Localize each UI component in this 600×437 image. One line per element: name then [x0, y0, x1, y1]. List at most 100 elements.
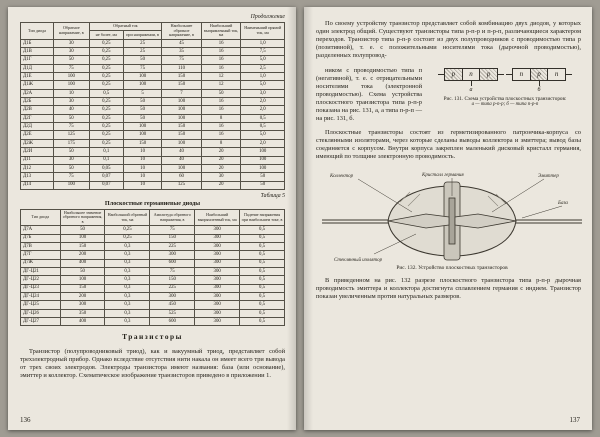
table-cell: Д2Г: [20, 113, 54, 124]
table-cell: 16: [200, 105, 242, 115]
table-cell: 100: [161, 163, 202, 174]
table-cell: 16: [200, 63, 242, 74]
table-cell: 5,0: [240, 80, 285, 90]
fig131-diagram-pnp: р п р а: [438, 67, 504, 93]
table-cell: 25: [122, 38, 163, 49]
table-cell: 225: [149, 283, 196, 294]
transistor-cross-section-drawing: Коллектор Кристалл германия Эмиттер База…: [322, 173, 582, 263]
table-cell: 2,0: [240, 97, 285, 107]
table-cell: 40: [161, 155, 202, 165]
diagram-label-a: а: [469, 86, 473, 93]
book-page-left: Продолжение Тип диода Обратное напряжени…: [8, 7, 296, 430]
table-cell: 100: [53, 180, 90, 190]
table-cell: 0,5: [239, 283, 285, 294]
table-cell: 0,5: [239, 308, 285, 319]
table-cell: Д1Д: [20, 63, 54, 74]
table-cell: 5,0: [240, 130, 285, 140]
table-cell: 150: [59, 241, 106, 252]
table-cell: 0,25: [88, 122, 124, 132]
table-cell: Д14: [20, 180, 54, 190]
region-n: п: [554, 69, 559, 78]
table-cell: 10: [122, 155, 163, 165]
table-cell: 0,25: [88, 138, 124, 149]
region-n: п: [463, 68, 481, 80]
table-cell: 0,07: [88, 172, 124, 182]
table-cell: 5: [122, 88, 163, 99]
paragraph-3: Плоскостные транзисторы состоят из герме…: [316, 129, 581, 161]
table-cell: 0,3: [104, 291, 151, 302]
table-cell: 300: [194, 308, 241, 319]
column-header: Наибольший выпрямленный ток, ма: [194, 208, 241, 227]
table-cell: 150: [161, 122, 202, 132]
table-cell: 0,5: [239, 233, 285, 243]
table-cell: 100: [161, 105, 202, 115]
table-cell: Д2Д: [20, 122, 54, 132]
table-cell: 0,3: [104, 266, 151, 277]
table-cell: 300: [194, 258, 241, 269]
table-cell: 0,07: [88, 180, 124, 190]
pnp-box: р п р: [444, 67, 498, 81]
table-cell: 450: [149, 300, 196, 310]
table-cell: 8: [200, 138, 242, 149]
table-cell: 50: [122, 105, 163, 115]
table-cell: 300: [149, 291, 196, 302]
table-cell: 75: [122, 63, 163, 74]
junction-diodes-table-header: Тип диода Наибольшее значение обратного …: [20, 208, 285, 227]
table-cell: 7,5: [240, 47, 285, 57]
table-cell: 100: [59, 233, 106, 243]
table-cell: Д11: [20, 155, 54, 165]
table-cell: 0,5: [240, 122, 285, 132]
table-cell: 0,05: [88, 163, 124, 174]
table-cell: 0,25: [88, 47, 124, 57]
page-right-content: По своему устройству транзистор представ…: [304, 7, 592, 430]
column-header: Наименьший прямой ток, ма: [240, 22, 285, 40]
figure-131-caption: Рис. 131. Схема устройства плоскостных т…: [429, 96, 581, 109]
table-cell: 0,25: [88, 63, 124, 74]
table-cell: 0,25: [104, 233, 151, 243]
fig131-diagram-npn: п р п б: [506, 67, 572, 93]
table-cell: 2,0: [240, 138, 285, 149]
column-header: Обратное напряжение, в: [53, 22, 90, 40]
table-cell: 100: [161, 97, 202, 107]
table-cell: 35: [161, 47, 202, 57]
table-cell: 16: [200, 38, 242, 49]
table-cell: Д2В: [20, 105, 54, 115]
table-cell: 40: [53, 105, 90, 115]
table-cell: 0,3: [104, 317, 151, 327]
table-cell: 50: [122, 55, 163, 65]
table-cell: 125: [161, 180, 202, 190]
table-cell: Д7В: [20, 241, 61, 252]
table-cell: 600: [149, 258, 196, 269]
figure-132-caption: Рис. 132. Устройство плоскостных транзис…: [396, 264, 508, 271]
table-cell: Д1Г: [20, 55, 54, 65]
table-cell: Д1Ж: [20, 80, 54, 90]
figure-131: р п р а п р п: [429, 67, 581, 109]
label-base: База: [557, 201, 568, 206]
table-cell: Д12: [20, 163, 54, 174]
table-cell: 125: [53, 130, 90, 140]
lead-wire: [506, 73, 512, 75]
table-cell: 16: [200, 130, 242, 140]
table-cell: 300: [194, 317, 241, 327]
label-glass-insulator: Стеклянный изолятор: [334, 257, 383, 263]
table-cell: 0,25: [88, 80, 124, 90]
column-header: Амплитуда обратного напряжения, в: [149, 208, 196, 227]
table-cell: Д1Б: [20, 38, 54, 49]
table-cell: 0,25: [88, 105, 124, 115]
table-cell: Д1В: [20, 47, 54, 57]
table-cell: 45: [161, 38, 202, 49]
table-cell: 10: [122, 172, 163, 182]
table-cell: 100: [122, 80, 163, 90]
table-cell: 0,5: [239, 275, 285, 285]
table-cell: 10: [122, 163, 163, 174]
